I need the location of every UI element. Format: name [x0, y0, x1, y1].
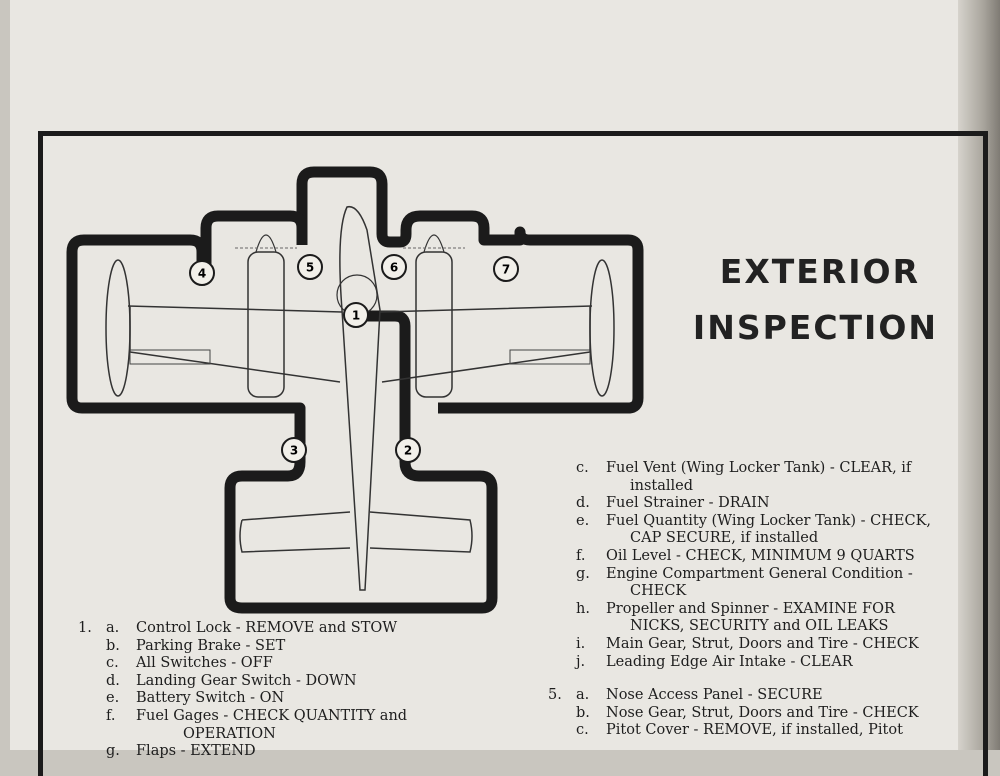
walkaround-path	[296, 166, 644, 414]
list-item-continued: OPERATION	[183, 725, 276, 742]
svg-text:1: 1	[352, 309, 360, 323]
wing-right	[379, 305, 593, 383]
list-item-continued: CHECK	[630, 583, 687, 600]
list-item: b.Nose Gear, Strut, Doors and Tire - CHE…	[576, 704, 919, 721]
horizontal-stabilizer	[239, 511, 473, 553]
manual-page	[10, 0, 970, 750]
svg-text:3: 3	[290, 444, 298, 458]
station-badge-6: 6	[381, 254, 407, 280]
station-badge-4: 4	[189, 260, 215, 286]
checklist-left: 1.a.Control Lock - REMOVE and STOW b.Par…	[78, 620, 407, 761]
station-badge-3: 3	[281, 437, 307, 463]
list-item: h.Propeller and Spinner - EXAMINE FOR	[576, 600, 895, 617]
heading-line-2: INSPECTION	[692, 308, 938, 347]
list-item: d.Landing Gear Switch - DOWN	[106, 672, 357, 689]
svg-text:2: 2	[404, 444, 412, 458]
list-item: f.Oil Level - CHECK, MINIMUM 9 QUARTS	[576, 547, 915, 564]
tip-tank-left	[105, 259, 131, 397]
heading-line-1: EXTERIOR	[719, 252, 920, 291]
list-item-continued: installed	[630, 477, 694, 494]
fuselage	[339, 205, 381, 591]
spinner-left	[255, 234, 277, 253]
list-item: 5.a.Nose Access Panel - SECURE	[548, 687, 823, 704]
nacelle-right	[415, 251, 453, 398]
list-item: 1.a.Control Lock - REMOVE and STOW	[78, 620, 398, 636]
list-item: b.Parking Brake - SET	[106, 637, 286, 654]
svg-text:7: 7	[502, 263, 510, 277]
wing-left	[127, 305, 343, 383]
station-badge-5: 5	[297, 254, 323, 280]
tip-tank-right	[589, 259, 615, 397]
list-item: e.Battery Switch - ON	[106, 690, 285, 707]
list-item: g.Engine Compartment General Condition -	[576, 565, 913, 582]
list-item-continued: CAP SECURE, if installed	[630, 530, 819, 547]
checklist-right: c.Fuel Vent (Wing Locker Tank) - CLEAR, …	[548, 460, 931, 740]
list-item: c.Fuel Vent (Wing Locker Tank) - CLEAR, …	[576, 460, 912, 476]
list-item: c.All Switches - OFF	[106, 655, 273, 672]
station-badge-1: 1	[343, 302, 369, 328]
list-item-continued: NICKS, SECURITY and OIL LEAKS	[630, 618, 889, 635]
svg-text:4: 4	[198, 267, 206, 281]
list-item: j.Leading Edge Air Intake - CLEAR	[576, 653, 853, 670]
list-item: e.Fuel Quantity (Wing Locker Tank) - CHE…	[576, 512, 932, 529]
diagram-frame	[38, 131, 988, 776]
page-edge	[958, 0, 1000, 750]
station-badge-2: 2	[395, 437, 421, 463]
list-item: d.Fuel Strainer - DRAIN	[576, 495, 770, 512]
list-item: f.Fuel Gages - CHECK QUANTITY and	[106, 707, 408, 724]
spinner-right	[423, 234, 445, 253]
svg-text:6: 6	[390, 261, 398, 275]
svg-text:5: 5	[306, 261, 314, 275]
aircraft-walkaround-diagram: 1 2 3 4 5 6 7	[66, 166, 644, 614]
list-item: c.Pitot Cover - REMOVE, if installed, Pi…	[576, 722, 903, 739]
station-badge-7: 7	[493, 256, 519, 282]
list-item: g.Flaps - EXTEND	[106, 743, 256, 760]
nacelle-left	[247, 251, 285, 398]
list-item: i.Main Gear, Strut, Doors and Tire - CHE…	[576, 635, 919, 652]
